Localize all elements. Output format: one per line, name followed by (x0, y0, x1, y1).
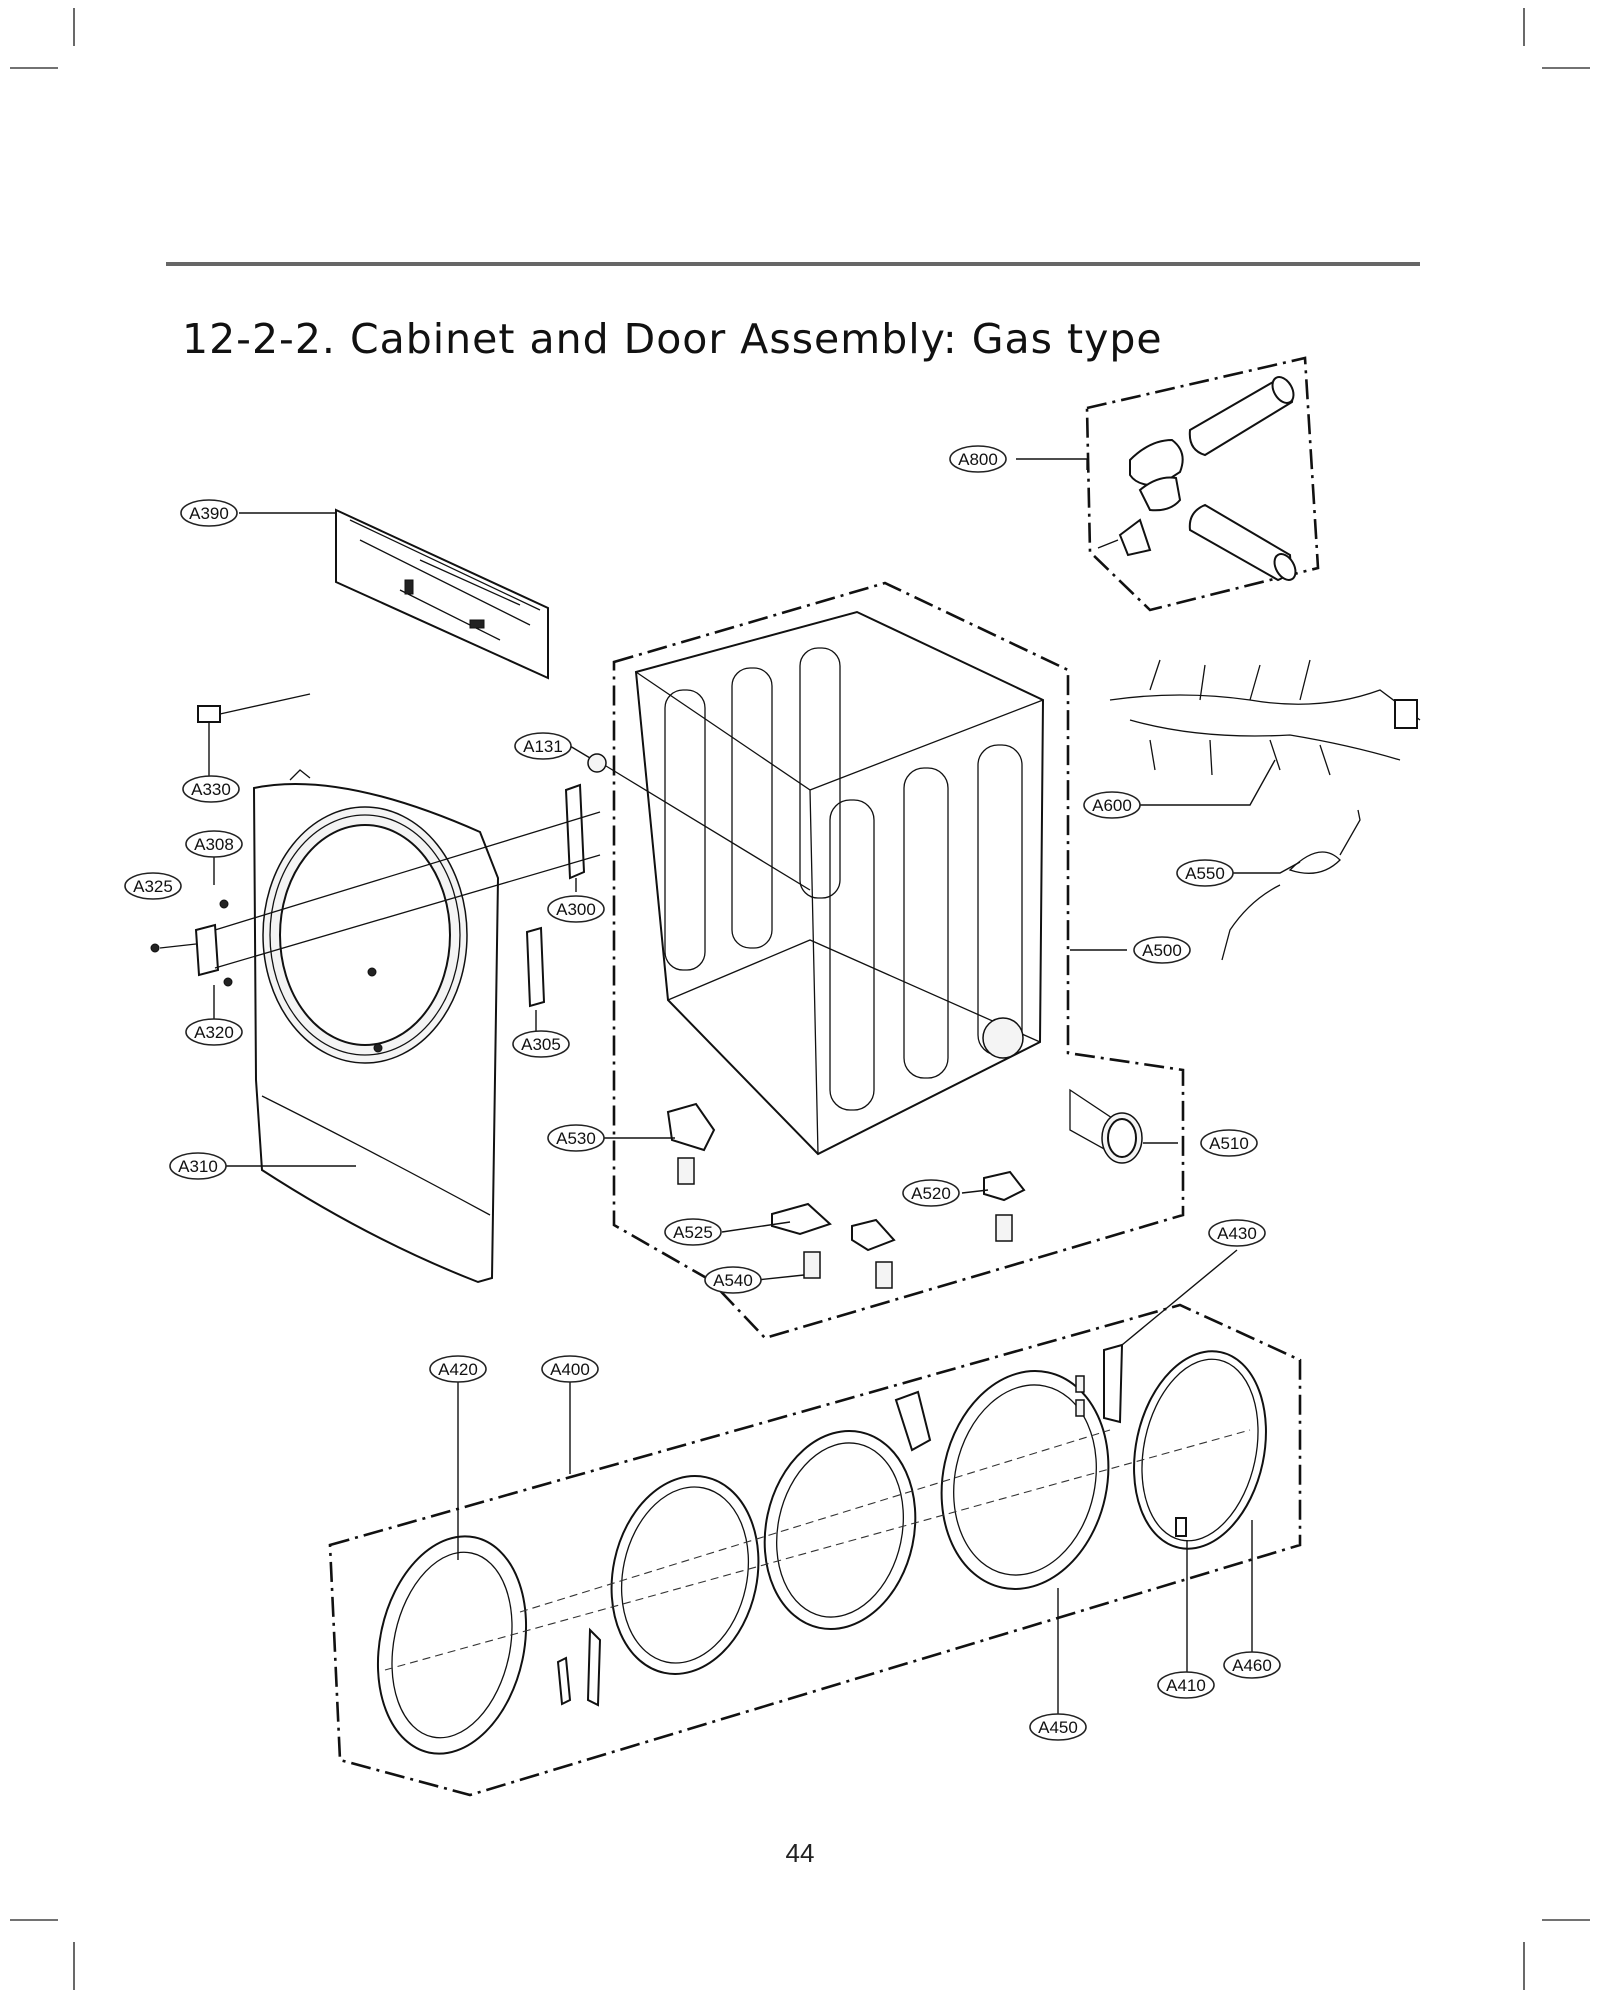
callout-A430: A430 (1208, 1219, 1266, 1247)
callout-label: A390 (189, 504, 229, 523)
callout-A450: A450 (1029, 1713, 1087, 1741)
callout-label: A540 (713, 1271, 753, 1290)
callout-label: A530 (556, 1129, 596, 1148)
callout-A305: A305 (512, 1030, 570, 1058)
callout-label: A330 (191, 780, 231, 799)
callout-A308: A308 (185, 830, 243, 858)
assembly-boundaries (328, 356, 1320, 1797)
callout-label: A400 (550, 1360, 590, 1379)
callout-label: A550 (1185, 864, 1225, 883)
vent-kit-part (1097, 376, 1297, 582)
callout-A530: A530 (547, 1124, 605, 1152)
callout-label: A500 (1142, 941, 1182, 960)
callout-A525: A525 (664, 1218, 722, 1246)
callout-label: A510 (1209, 1134, 1249, 1153)
door-assembly-part (376, 1343, 1267, 1755)
callout-A325: A325 (124, 872, 182, 900)
callout-A500: A500 (1133, 936, 1191, 964)
callout-label: A525 (673, 1223, 713, 1242)
callout-label: A430 (1217, 1224, 1257, 1243)
callout-A800: A800 (949, 445, 1007, 473)
callout-A420: A420 (429, 1355, 487, 1383)
callout-A400: A400 (541, 1355, 599, 1383)
callout-label: A308 (194, 835, 234, 854)
wire-harness-part (1109, 659, 1421, 961)
callout-label: A320 (194, 1023, 234, 1042)
callout-label: A305 (521, 1035, 561, 1054)
leveling-feet-part (666, 1102, 1026, 1289)
cabinet-part (634, 610, 1045, 1156)
callout-label: A300 (556, 900, 596, 919)
callout-A300: A300 (547, 895, 605, 923)
callout-label: A600 (1092, 796, 1132, 815)
hinge-brackets-part (150, 783, 601, 1053)
callout-A510: A510 (1200, 1129, 1258, 1157)
callout-A320: A320 (185, 1018, 243, 1046)
callout-label: A520 (911, 1184, 951, 1203)
callout-label: A800 (958, 450, 998, 469)
callout-A550: A550 (1176, 859, 1234, 887)
switch-part (197, 693, 311, 723)
callout-A460: A460 (1223, 1651, 1281, 1679)
page-title: 12-2-2. Cabinet and Door Assembly: Gas t… (182, 315, 1163, 364)
callout-label: A420 (438, 1360, 478, 1379)
callout-label: A325 (133, 877, 173, 896)
callout-A520: A520 (902, 1179, 960, 1207)
callout-A540: A540 (704, 1266, 762, 1294)
callout-A390: A390 (180, 499, 238, 527)
duct-part (1069, 1088, 1143, 1164)
callout-A131: A131 (514, 732, 572, 760)
callout-A310: A310 (169, 1152, 227, 1180)
callout-A600: A600 (1083, 791, 1141, 819)
title-rule (166, 262, 1420, 266)
grommet-part (587, 753, 811, 891)
callout-label: A460 (1232, 1656, 1272, 1675)
callout-A330: A330 (182, 775, 240, 803)
crop-marks (10, 8, 1590, 1990)
leader-lines (208, 458, 1301, 1727)
callout-label: A450 (1038, 1718, 1078, 1737)
callout-label: A131 (523, 737, 563, 756)
callout-label: A310 (178, 1157, 218, 1176)
control-bracket-part (335, 508, 549, 680)
callout-label: A410 (1166, 1676, 1206, 1695)
callout-A410: A410 (1157, 1671, 1215, 1699)
front-panel-part (252, 769, 500, 1284)
page-number: 44 (785, 1838, 815, 1868)
